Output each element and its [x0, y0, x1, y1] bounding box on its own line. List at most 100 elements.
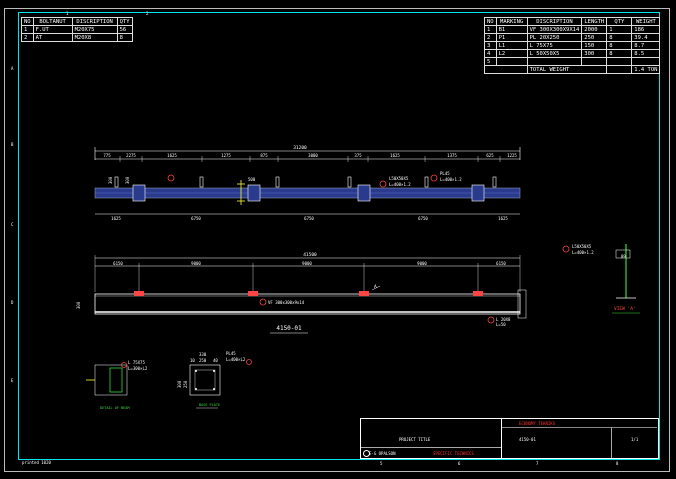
view-a-detail: L50X50X5 L=400×1.2 89 VIEW 'A' [562, 244, 640, 314]
bom-table-header: NO MARKING DISCRIPTION LENGTH QTY WEIGHT [484, 17, 661, 26]
table-cell: 8 [116, 33, 133, 42]
view-a-callout [562, 245, 570, 253]
title-block: ECONOMY TEKNIKS PROJECT TITLE 4150-01 1/… [360, 418, 659, 459]
elev-end-dim: 300 [76, 301, 81, 309]
bom-total-row: TOTAL WEIGHT 1.4 TON [484, 65, 661, 74]
logo-icon [363, 450, 370, 457]
plan-top-dim-7: 375 [354, 153, 362, 158]
plan-callout-p1b [430, 174, 438, 182]
detail-beam: L 75X75 L=300×L2 DETAIL OF BEAM [86, 360, 148, 410]
detail1-callout-label: L 75X75 [128, 360, 145, 365]
plan-top-dim-4: 1275 [221, 153, 231, 158]
border-mark-col-7: 7 [536, 461, 539, 466]
table-row: 1 F.UT M20X75 56 [21, 25, 133, 34]
plan-callout-l1 [379, 180, 387, 188]
border-mark-row-e: E [11, 378, 14, 383]
detail-base-plate: 330 10 250 40 300 250 PL45 L=400×L2 BASE… [177, 351, 252, 409]
detail1-callout [121, 362, 127, 368]
drawing-title: 4150-01 [276, 325, 302, 332]
section-marker-a: A [374, 284, 377, 290]
border-mark-row-d: D [11, 300, 14, 305]
plan-bottom-dim-4: 6750 [418, 216, 428, 221]
elev-overall-dim: 41500 [303, 252, 317, 258]
plan-top-dim-9: 1375 [447, 153, 457, 158]
plan-callout-p1 [167, 174, 175, 182]
elevation-view: 41500 6150 9000 9000 9000 6150 300 A V [76, 252, 527, 334]
elev-end-callout: L 20X8 [496, 317, 511, 322]
elev-top-dim-2: 9000 [191, 261, 201, 266]
detail2-side-dim-2: 250 [183, 380, 188, 388]
elev-member-callout [259, 298, 267, 306]
plan-top-dim-11: 1225 [507, 153, 517, 158]
plan-callout-l1-text: L50X50X5 [389, 176, 409, 181]
detail2-dim-b: 250 [199, 358, 207, 363]
detail2-dim-top: 330 [199, 352, 207, 357]
border-mark-col-1: 1 [66, 11, 69, 16]
bolt-table: NO BOLTANUT DISCRIPTION QTY 1 F.UT M20X7… [21, 17, 133, 42]
plan-bottom-dim-1: 1625 [111, 216, 121, 221]
detail2-caption: BASE PLATE [199, 403, 220, 407]
border-mark-row-b: B [11, 142, 14, 147]
plan-overall-dim: 31200 [293, 145, 307, 151]
plan-bottom-dim-5: 1625 [498, 216, 508, 221]
bom-table: NO MARKING DISCRIPTION LENGTH QTY WEIGHT… [484, 17, 661, 74]
title-block-company-row: ECONOMY TEKNIKS [501, 420, 657, 428]
title-block-divider-2 [611, 427, 612, 458]
detail1-callout-sub: L=300×L2 [128, 366, 148, 371]
plan-node [247, 184, 261, 202]
elev-top-dim-5: 6150 [496, 261, 506, 266]
border-mark-col-5: 5 [380, 461, 383, 466]
elev-top-dim-3: 9000 [302, 261, 312, 266]
view-a-callout-sub: L=400×1.2 [572, 250, 594, 255]
plan-top-dim-6: 3000 [308, 153, 318, 158]
title-block-sheet: 1/1 [631, 437, 639, 442]
detail1-caption: DETAIL OF BEAM [100, 406, 130, 410]
drawing-frame [18, 12, 660, 460]
detail2-callout-label: PL45 [226, 351, 236, 356]
plan-node [132, 184, 146, 202]
elev-top-dim-4: 9000 [417, 261, 427, 266]
table-cell: M20X8 [71, 33, 118, 42]
title-block-divider-3 [361, 447, 501, 448]
svg-text:L=50: L=50 [496, 322, 506, 327]
title-block-logo: E-G OPALSON [369, 451, 396, 456]
detail2-callout [246, 359, 252, 365]
detail2-callout-sub: L=400×L2 [226, 357, 246, 362]
detail2-dim-c: 40 [213, 358, 218, 363]
table-row: 2 AT M20X8 8 [21, 33, 133, 42]
border-mark-col-6: 6 [458, 461, 461, 466]
view-a-dim: 89 [621, 254, 626, 259]
footer-left-text: printed 1020 [22, 460, 51, 465]
bom-total-value: 1.4 TON [631, 65, 661, 74]
plan-side-dim-1: 300 [108, 176, 113, 184]
plan-top-dim-2: 2275 [126, 153, 136, 158]
border-mark-row-a: A [11, 66, 14, 71]
elev-beam [94, 293, 521, 315]
plan-top-dim-3: 1625 [167, 153, 177, 158]
plan-node [471, 184, 485, 202]
view-a-callout-label: L50X50X5 [572, 244, 592, 249]
svg-text:L=400×1.2: L=400×1.2 [440, 177, 462, 182]
border-mark-col-8: 8 [616, 461, 619, 466]
svg-text:L=400×1.2: L=400×1.2 [389, 182, 411, 187]
plan-node [357, 184, 371, 202]
plan-top-dim-8: 1625 [390, 153, 400, 158]
title-block-project: PROJECT TITLE [399, 437, 431, 442]
title-block-brand: SPECIFIC TECHNICS [433, 451, 474, 456]
plan-callout-p1b-text: PL45 [440, 171, 450, 176]
elev-top-dim-1: 6150 [113, 261, 123, 266]
plan-bottom-dim-3: 6750 [304, 216, 314, 221]
title-block-drawing-no: 4150-01 [519, 437, 536, 442]
sheet-outer-border [4, 8, 670, 472]
border-mark-col-2: 2 [146, 11, 149, 16]
view-a-caption: VIEW 'A' [614, 306, 636, 312]
plan-view: 31200 775 2275 1625 1275 875 3000 375 16… [94, 145, 521, 221]
plan-top-dim-10: 625 [486, 153, 494, 158]
plan-bottom-dim-2: 6750 [191, 216, 201, 221]
border-mark-row-c: C [11, 222, 14, 227]
plan-top-dim-1: 775 [103, 153, 111, 158]
plan-top-dim-5: 875 [260, 153, 268, 158]
elev-member-label: VF 300x300x9x14 [268, 300, 305, 305]
